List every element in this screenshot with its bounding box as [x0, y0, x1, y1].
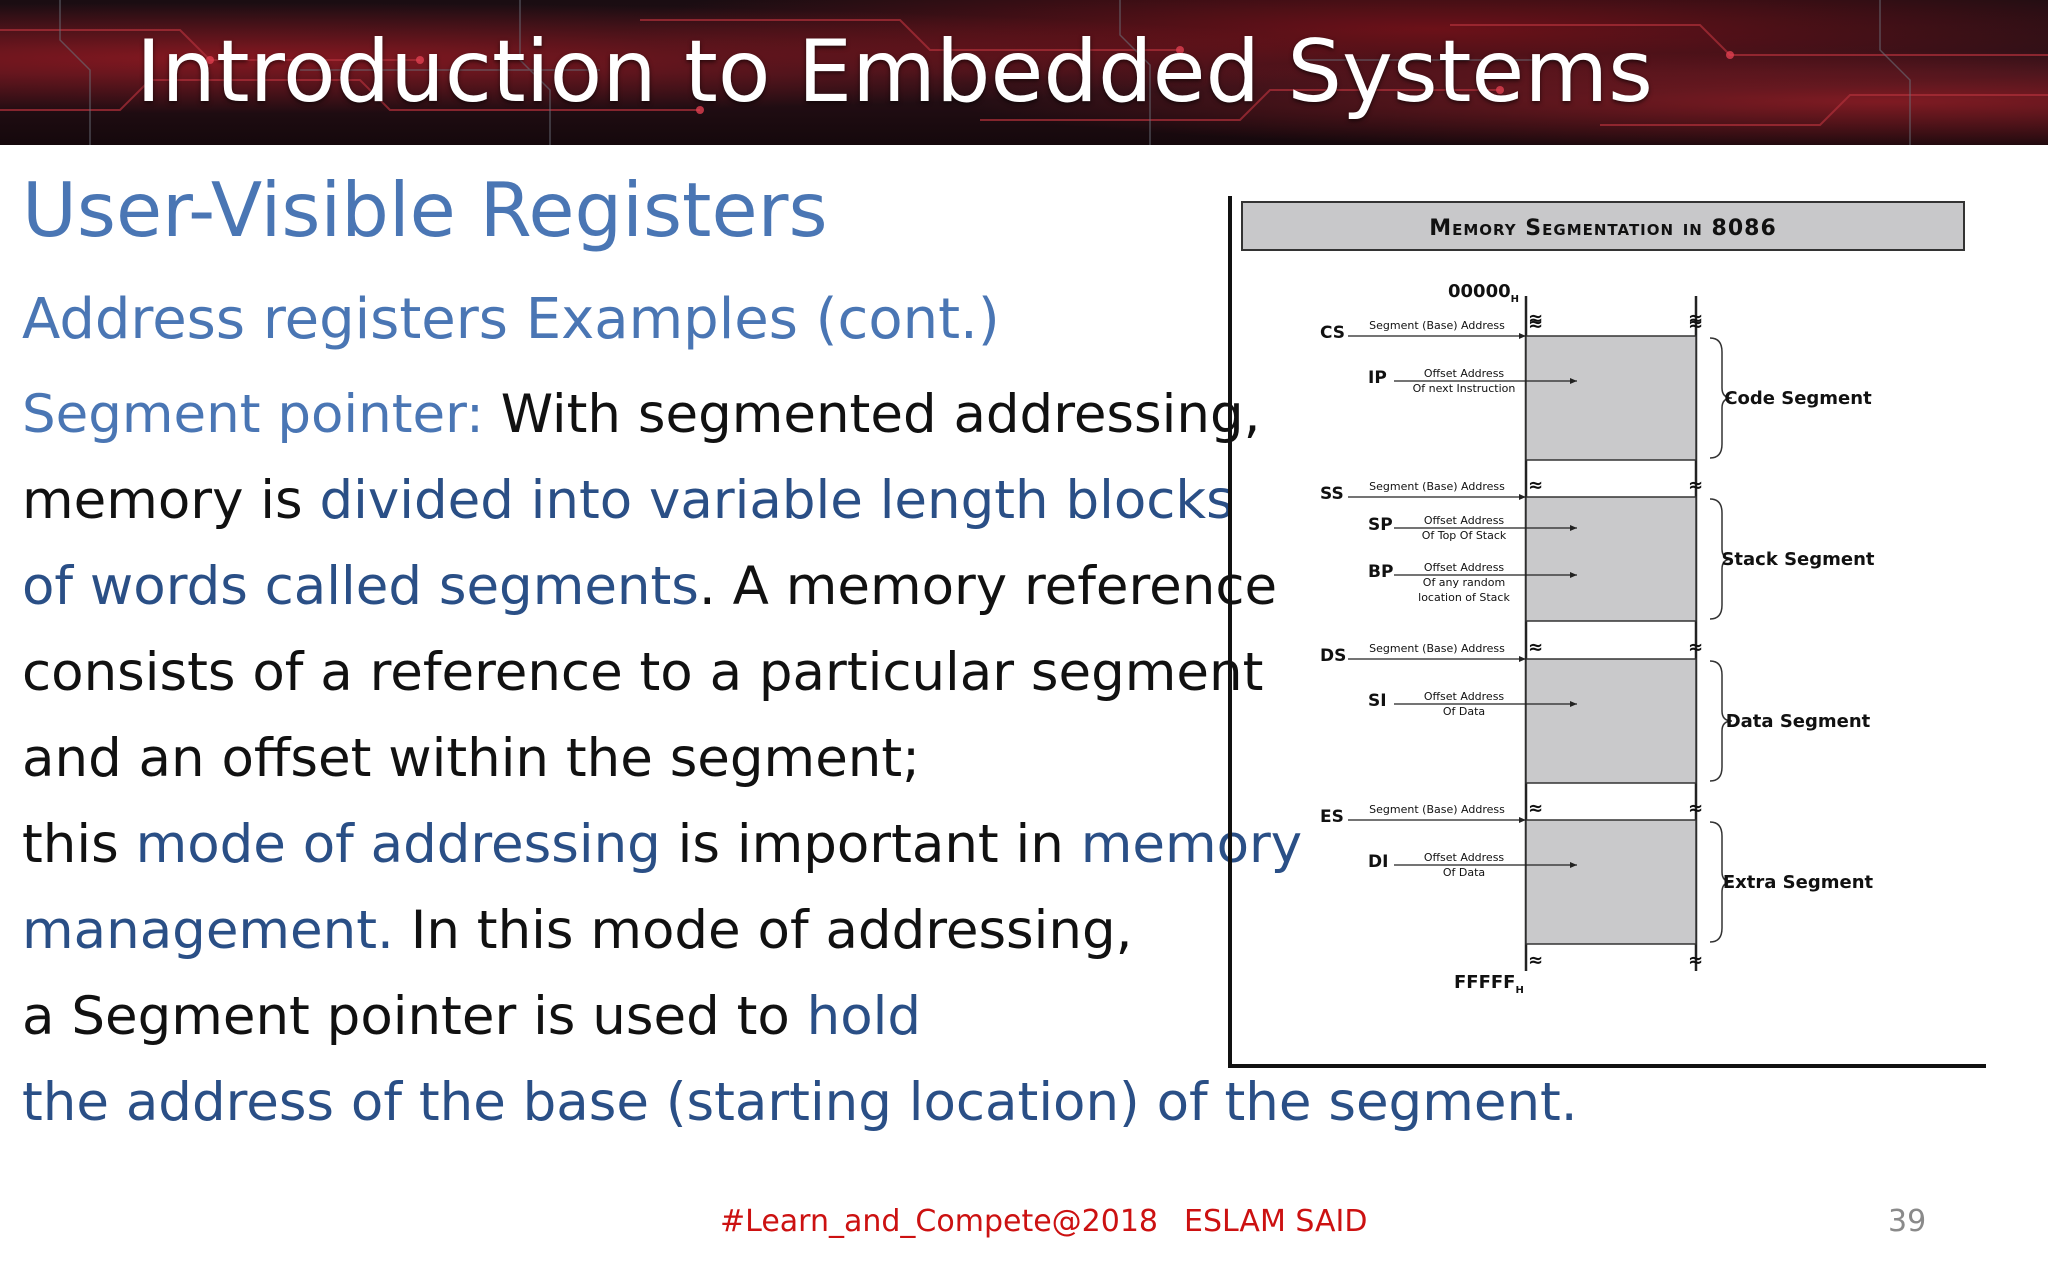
- footer-author: ESLAM SAID: [1184, 1204, 1368, 1239]
- body-line-8: a Segment pointer is used to hold: [22, 982, 921, 1052]
- highlight-text: of words called segments: [22, 556, 699, 617]
- offset-label: Of Data: [1443, 705, 1485, 718]
- body-text: memory is: [22, 470, 320, 531]
- segment-base-label: Segment (Base) Address: [1369, 480, 1505, 493]
- break-mark: ≈: [1528, 637, 1543, 658]
- term-segment-pointer: Segment pointer:: [22, 384, 501, 445]
- body-line-5: and an offset within the segment;: [22, 724, 920, 794]
- offset-label: Offset Address: [1424, 514, 1505, 527]
- top-break-marks: ≈≈: [1528, 308, 1703, 329]
- offset-label: Of next Instruction: [1413, 382, 1516, 395]
- break-mark: ≈: [1688, 475, 1703, 496]
- slide-title: Introduction to Embedded Systems: [136, 22, 1653, 122]
- body-line-9: the address of the base (starting locati…: [22, 1068, 1578, 1138]
- offset-label: Offset Address: [1424, 851, 1505, 864]
- offset-register-label: DI: [1368, 852, 1388, 872]
- body-text: and an offset within the segment;: [22, 728, 921, 789]
- segment-block: [1525, 819, 1697, 945]
- offset-register-label: BP: [1368, 562, 1393, 582]
- break-mark: ≈: [1688, 637, 1703, 658]
- body-text: a Segment pointer is used to: [22, 986, 807, 1047]
- highlight-text: mode of addressing: [135, 814, 661, 875]
- offset-register-label: IP: [1368, 368, 1387, 388]
- break-mark: ≈: [1528, 308, 1543, 329]
- segment-register-label: SS: [1320, 484, 1344, 504]
- body-text: . A memory reference: [698, 556, 1278, 617]
- highlight-text: memory: [1080, 814, 1303, 875]
- body-line-6: this mode of addressing is important in …: [22, 810, 1302, 880]
- body-text: In this mode of addressing,: [393, 900, 1133, 961]
- segment-name-label: Extra Segment: [1723, 872, 1874, 893]
- segment-register-label: ES: [1320, 807, 1344, 827]
- segment-name-label: Code Segment: [1724, 388, 1872, 409]
- footer-hashtag: #Learn_and_Compete@2018: [720, 1204, 1159, 1239]
- segment-base-label: Segment (Base) Address: [1369, 319, 1505, 332]
- body-line-1: Segment pointer: With segmented addressi…: [22, 380, 1260, 450]
- body-line-4: consists of a reference to a particular …: [22, 638, 1263, 708]
- figure-title-bar: [1241, 201, 1965, 251]
- title-banner: Introduction to Embedded Systems: [0, 0, 2048, 145]
- segment-name-label: Data Segment: [1726, 711, 1871, 732]
- break-mark: ≈: [1688, 308, 1703, 329]
- bottom-address-label: FFFFFH: [1454, 972, 1524, 996]
- segment-block: [1525, 496, 1697, 622]
- segment-brace: [1709, 498, 1733, 620]
- break-mark: ≈: [1688, 314, 1703, 335]
- break-mark: ≈: [1528, 475, 1543, 496]
- page-number: 39: [1888, 1204, 1927, 1239]
- segment-base-label: Segment (Base) Address: [1369, 642, 1505, 655]
- memory-segmentation-diagram: Memory Segmentation in 8086 00000H FFFFF…: [1241, 201, 1965, 996]
- offset-label: Of any random: [1423, 576, 1505, 589]
- memory-segmentation-figure: Memory Segmentation in 8086 00000H FFFFF…: [1228, 196, 1986, 1068]
- offset-register-label: SI: [1368, 691, 1387, 711]
- segment-brace: [1709, 821, 1733, 943]
- segment-brace: [1709, 660, 1733, 782]
- body-text: With segmented addressing,: [500, 384, 1261, 445]
- body-line-2: memory is divided into variable length b…: [22, 466, 1234, 536]
- footer: #Learn_and_Compete@2018 ESLAM SAID 39: [0, 1196, 2048, 1246]
- highlight-text: the address of the base (starting locati…: [22, 1072, 1578, 1133]
- offset-label: Offset Address: [1424, 690, 1505, 703]
- segment-brace: [1709, 337, 1733, 459]
- offset-label: Of Data: [1443, 866, 1485, 879]
- section-title: User-Visible Registers: [22, 166, 828, 254]
- figure-title: Memory Segmentation in 8086: [1429, 216, 1777, 241]
- body-text: this: [22, 814, 136, 875]
- segment-block: [1525, 658, 1697, 784]
- body-line-3: of words called segments. A memory refer…: [22, 552, 1277, 622]
- break-mark: ≈: [1688, 950, 1703, 971]
- break-mark: ≈: [1528, 314, 1543, 335]
- break-mark: ≈: [1688, 798, 1703, 819]
- body-text: is important in: [660, 814, 1081, 875]
- top-address-label: 00000H: [1448, 281, 1519, 305]
- offset-label: Offset Address: [1424, 367, 1505, 380]
- highlight-text: hold: [806, 986, 922, 1047]
- subsection-title: Address registers Examples (cont.): [22, 287, 1000, 352]
- offset-label: location of Stack: [1418, 591, 1510, 604]
- break-mark: ≈: [1528, 798, 1543, 819]
- footer-credit: #Learn_and_Compete@2018 ESLAM SAID: [720, 1204, 1367, 1239]
- highlight-text: management.: [22, 900, 394, 961]
- body-text: consists of a reference to a particular …: [22, 642, 1264, 703]
- bottom-break-marks: ≈≈: [1528, 950, 1703, 971]
- highlight-text: divided into variable length blocks: [319, 470, 1234, 531]
- segment-block: [1525, 335, 1697, 461]
- body-line-7: management. In this mode of addressing,: [22, 896, 1132, 966]
- circuit-board-background: [0, 0, 2048, 145]
- offset-label: Offset Address: [1424, 561, 1505, 574]
- offset-register-label: SP: [1368, 515, 1393, 535]
- segment-register-label: DS: [1320, 646, 1346, 666]
- segment-name-label: Stack Segment: [1721, 549, 1874, 570]
- segment-register-label: CS: [1320, 323, 1345, 343]
- offset-label: Of Top Of Stack: [1422, 529, 1507, 542]
- break-mark: ≈: [1528, 950, 1543, 971]
- segment-base-label: Segment (Base) Address: [1369, 803, 1505, 816]
